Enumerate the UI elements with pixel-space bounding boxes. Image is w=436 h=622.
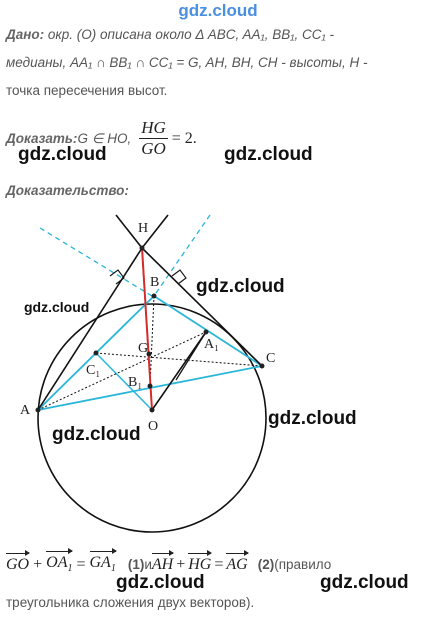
vector-AG: AG bbox=[226, 550, 250, 574]
equals-2: = bbox=[214, 556, 224, 574]
watermark-2: gdz.cloud bbox=[224, 144, 313, 165]
eq-number-1: (1) bbox=[127, 557, 145, 573]
label-C: C bbox=[266, 351, 275, 366]
watermark-7: gdz.cloud bbox=[116, 572, 205, 593]
segment-O-A1 bbox=[151, 331, 207, 411]
point-C bbox=[259, 363, 265, 369]
point-C1 bbox=[93, 350, 99, 356]
label-G: G bbox=[138, 341, 148, 356]
dashed-extension-left bbox=[39, 227, 153, 297]
label-H: H bbox=[138, 221, 148, 236]
label-B: B bbox=[150, 275, 159, 290]
fraction-denominator: GO bbox=[141, 139, 166, 158]
label-A1: A₁ bbox=[204, 337, 219, 352]
segment-C1-O bbox=[95, 352, 153, 411]
vector-GA1: GA1 bbox=[89, 548, 118, 574]
median-CC1 bbox=[95, 352, 263, 367]
circumscribed-circle bbox=[37, 303, 267, 533]
eq-number-2: (2) bbox=[257, 557, 275, 573]
plus-2: + bbox=[176, 556, 186, 574]
watermark-6: gdz.cloud bbox=[52, 424, 141, 445]
point-B bbox=[151, 293, 157, 299]
watermark-8: gdz.cloud bbox=[320, 572, 409, 593]
prove-row: Доказать: G ∈ HO, HG GO = 2. bbox=[6, 118, 197, 159]
given-line-2: медианы, AA₁ ∩ BB₁ ∩ CC₁ = G, AH, BH, CH… bbox=[6, 55, 368, 70]
top-watermark: gdz.cloud bbox=[178, 1, 258, 20]
altitude-AH bbox=[37, 247, 143, 411]
H-extension-left bbox=[115, 214, 143, 249]
given-text-1: окр. (О) описана около Δ ABC, AA₁, BB₁, … bbox=[44, 27, 335, 42]
watermark-5: gdz.cloud bbox=[268, 408, 357, 429]
vector-HG: HG bbox=[188, 550, 213, 574]
prove-equals: = 2. bbox=[171, 129, 197, 147]
point-O bbox=[149, 407, 155, 413]
equals-1: = bbox=[76, 556, 86, 574]
label-C1: C₁ bbox=[86, 363, 100, 378]
given-line-3: точка пересечения высот. bbox=[6, 83, 168, 98]
point-B1 bbox=[147, 383, 153, 389]
and-text: и bbox=[144, 557, 152, 573]
given-line-1: Дано: окр. (О) описана около Δ ABC, AA₁,… bbox=[6, 26, 334, 44]
point-A1 bbox=[203, 329, 209, 335]
proof-label: Доказательство: bbox=[6, 183, 129, 198]
median-BB1 bbox=[149, 295, 155, 387]
point-H bbox=[139, 245, 145, 251]
segment-O-A1-mark bbox=[175, 331, 207, 381]
watermark-3: gdz.cloud bbox=[24, 299, 90, 315]
right-angle-right bbox=[171, 269, 187, 285]
prove-fraction: HG GO bbox=[139, 118, 168, 159]
label-A: A bbox=[20, 403, 31, 418]
watermark-4: gdz.cloud bbox=[196, 276, 285, 297]
watermark-1: gdz.cloud bbox=[18, 144, 107, 165]
prove-label: Доказать: bbox=[6, 130, 78, 146]
vector-OA1: OA1 bbox=[46, 548, 74, 574]
plus-1: + bbox=[33, 556, 43, 574]
altitude-CH bbox=[141, 247, 263, 367]
vector-GO: GO bbox=[6, 550, 31, 574]
right-angle-left bbox=[109, 269, 125, 285]
H-extension-right bbox=[141, 214, 169, 249]
prove-text: G ∈ HO, bbox=[77, 130, 132, 146]
formula-row: GO + OA1 = GA1 (1) и AH + HG = AG (2) (п… bbox=[6, 548, 331, 574]
label-B1: B₁ bbox=[128, 375, 142, 390]
vector-AH: AH bbox=[151, 550, 175, 574]
median-AA1 bbox=[37, 331, 207, 411]
given-label: Дано: bbox=[6, 27, 45, 42]
dashed-extension-right bbox=[153, 214, 211, 297]
geometry-diagram: H B G A₁ C₁ B₁ A C O bbox=[20, 214, 275, 533]
label-O: O bbox=[148, 419, 158, 434]
point-A bbox=[35, 407, 41, 413]
point-G bbox=[146, 351, 152, 357]
note-text-2: треугольника сложения двух векторов). bbox=[6, 595, 255, 610]
euler-line-HO bbox=[141, 247, 153, 411]
note-text-1: (правило bbox=[274, 557, 332, 573]
fraction-numerator: HG bbox=[139, 118, 168, 139]
